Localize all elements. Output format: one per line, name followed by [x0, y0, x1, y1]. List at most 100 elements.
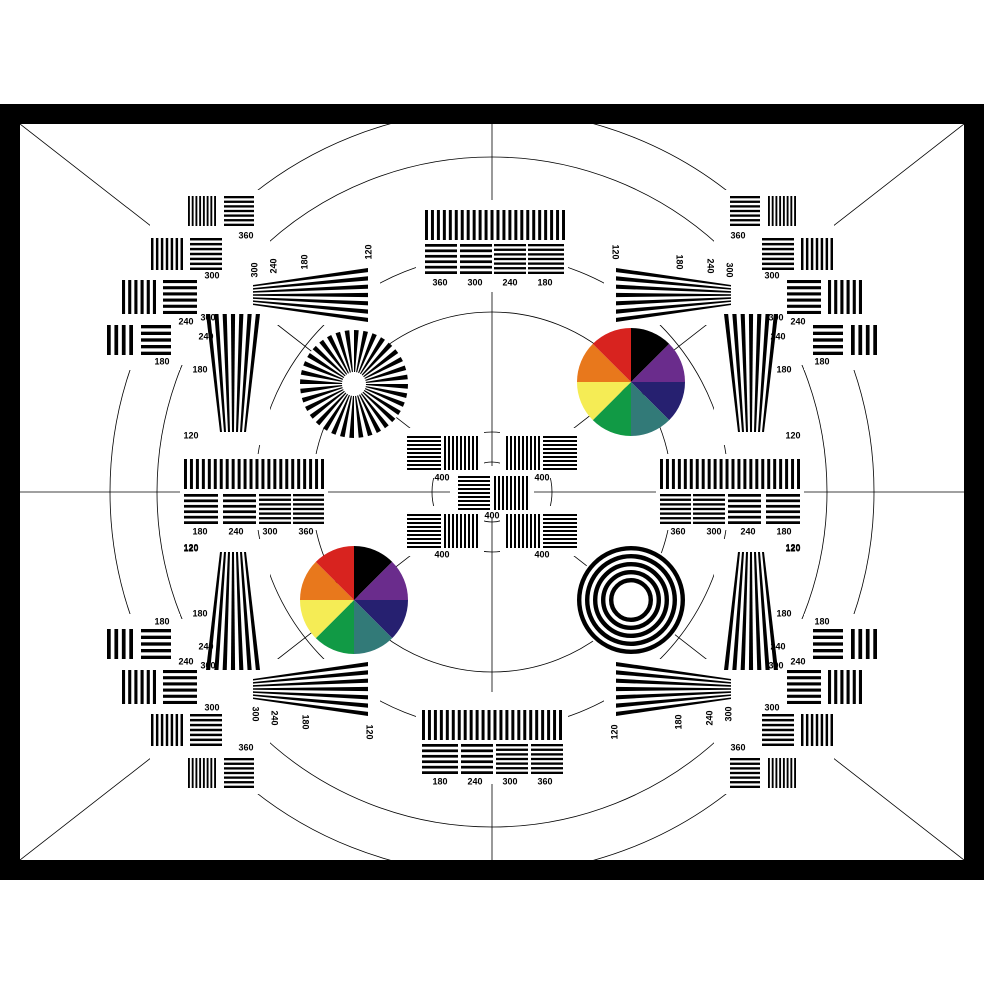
stripe — [141, 351, 171, 355]
stripe — [430, 210, 434, 240]
stripe — [660, 503, 691, 506]
stripe — [422, 744, 458, 747]
stripe-block — [163, 280, 197, 314]
star-spoke — [358, 333, 377, 374]
stripe — [499, 710, 503, 740]
resolution-label: 120 — [785, 542, 800, 552]
stripe — [506, 514, 508, 548]
stripe — [184, 494, 218, 497]
stripe — [293, 517, 324, 520]
stripe — [210, 758, 213, 788]
stripe — [448, 436, 450, 470]
stripe — [155, 714, 159, 746]
stripe — [528, 267, 564, 270]
stripe — [523, 710, 527, 740]
wedge-bar — [253, 697, 368, 716]
stripe — [840, 670, 844, 704]
stripe — [820, 714, 824, 746]
resolution-label: 300 — [706, 526, 721, 536]
stripe — [730, 771, 760, 775]
stripe — [813, 325, 843, 329]
resolution-label: 120 — [183, 542, 198, 552]
stripe — [730, 196, 760, 199]
stripe — [730, 767, 760, 770]
stripe — [476, 436, 478, 470]
stripe — [766, 499, 800, 503]
stripe — [191, 758, 194, 788]
stripe-block — [122, 280, 156, 314]
stripe-block — [422, 744, 458, 774]
resolution-label: 400 — [434, 549, 449, 559]
stripe — [730, 214, 760, 217]
stripe-block — [122, 670, 156, 704]
stripe — [165, 238, 169, 270]
stripe — [677, 459, 681, 489]
stripe — [160, 714, 164, 746]
stripe — [114, 325, 119, 355]
resolution-label: 180 — [299, 254, 309, 269]
stripe — [195, 459, 199, 489]
stripe — [152, 280, 156, 314]
stripe-block — [828, 280, 862, 314]
stripe — [830, 714, 833, 746]
wedge-bar — [236, 314, 244, 432]
stripe — [458, 508, 490, 510]
stripe — [461, 754, 493, 758]
resolution-label: 180 — [192, 526, 207, 536]
stripe — [813, 331, 843, 335]
star-spoke — [362, 391, 396, 423]
resolution-label: 300 — [768, 660, 783, 670]
stripe — [259, 503, 291, 506]
stripe-block — [543, 436, 577, 470]
stripe — [517, 710, 521, 740]
stripe-block — [141, 629, 171, 659]
stripe — [825, 714, 829, 746]
stripe — [518, 476, 520, 510]
stripe — [163, 700, 197, 704]
stripe — [830, 238, 833, 270]
stripe — [693, 517, 725, 520]
stripe — [180, 714, 183, 746]
star-spoke — [323, 393, 348, 431]
stripe — [543, 456, 577, 458]
stripe — [195, 196, 198, 226]
wedge-bar — [754, 314, 762, 432]
stripe — [207, 459, 211, 489]
stripe-block — [188, 196, 216, 226]
stripe — [514, 514, 516, 548]
stripe — [731, 459, 735, 489]
stripe — [190, 238, 222, 241]
stripe — [184, 510, 218, 514]
stripe — [425, 254, 457, 258]
stripe — [683, 459, 687, 489]
stripe — [422, 754, 458, 758]
stripe — [766, 510, 800, 514]
stripe — [787, 286, 821, 290]
star-spoke — [309, 390, 345, 419]
stripe — [775, 758, 778, 788]
stripe — [422, 760, 458, 764]
stripe — [494, 253, 526, 256]
stripe — [407, 526, 441, 528]
stripe — [787, 280, 821, 284]
stripe — [538, 436, 540, 470]
stripe — [224, 767, 254, 770]
resolution-label: 240 — [467, 776, 482, 786]
stripe — [786, 758, 789, 788]
stripe — [543, 444, 577, 446]
resolution-label: 240 — [704, 710, 714, 725]
stripe-block — [762, 238, 794, 270]
stripe — [206, 758, 209, 788]
stripe — [259, 498, 291, 501]
stripe — [213, 459, 217, 489]
stripe — [749, 459, 753, 489]
stripe — [223, 504, 256, 508]
stripe — [146, 670, 150, 704]
stripe — [422, 765, 458, 769]
stripe — [496, 753, 528, 756]
stripe — [219, 459, 223, 489]
stripe — [175, 714, 179, 746]
stripe-block — [107, 629, 133, 659]
stripe-block — [223, 494, 256, 524]
